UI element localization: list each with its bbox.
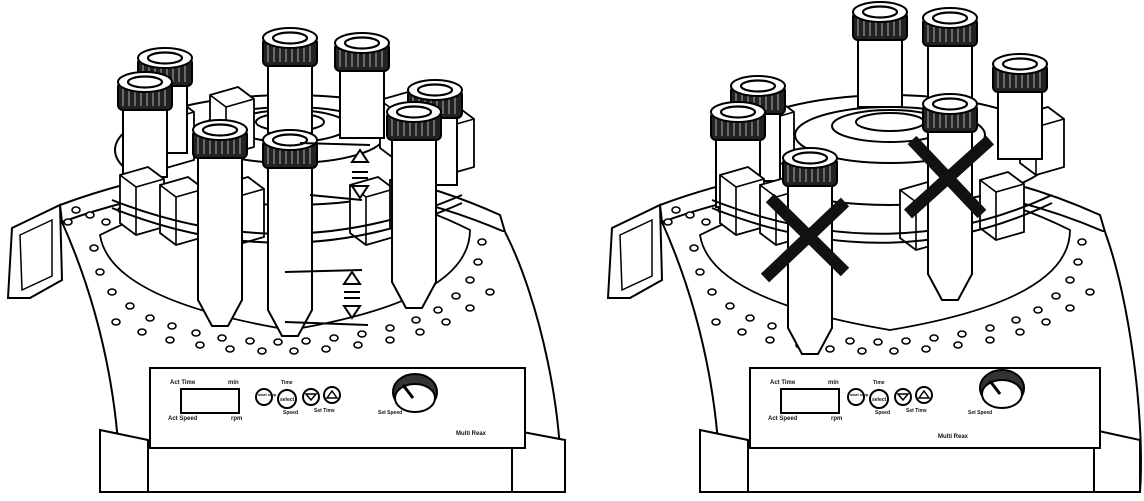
chevron-up-icon (325, 389, 339, 399)
act-speed-label: Act Speed (168, 416, 198, 422)
set-time-label: Set Time (906, 408, 927, 414)
cross-mark (903, 135, 995, 219)
cross-mark (760, 193, 850, 283)
set-speed-label: Set Speed (968, 410, 992, 416)
balance-marker-top (299, 142, 371, 201)
left-panel: Act Time min Act Speed rpm start stop se… (6, 28, 566, 493)
speed-knob[interactable] (979, 369, 1025, 409)
select-button[interactable] (869, 389, 889, 409)
set-time-label: Set Time (314, 408, 335, 414)
select-label: select (872, 397, 887, 403)
chevron-down-icon (896, 393, 910, 402)
right-panel: Act Time min Act Speed rpm start stop se… (606, 2, 1142, 493)
speed-option: Speed (283, 410, 298, 416)
display-screen (780, 388, 840, 414)
min-unit: min (228, 380, 239, 386)
start-stop-label: start stop (258, 392, 277, 397)
select-button[interactable] (277, 389, 297, 409)
select-label: select (280, 397, 295, 403)
act-time-label: Act Time (770, 380, 796, 386)
start-stop-button[interactable] (255, 388, 273, 406)
display-screen (180, 388, 240, 414)
start-stop-button[interactable] (847, 388, 865, 406)
start-stop-label: start stop (850, 392, 869, 397)
control-panel: Act Time min Act Speed rpm start stop se… (149, 367, 526, 449)
time-option: Time (281, 380, 293, 386)
time-option: Time (873, 380, 885, 386)
balance-marker-bottom (284, 269, 369, 326)
speed-option: Speed (875, 410, 890, 416)
rpm-unit: rpm (831, 416, 842, 422)
act-speed-label: Act Speed (768, 416, 798, 422)
act-time-label: Act Time (170, 380, 196, 386)
brand-label: Multi Reax (938, 434, 969, 440)
rpm-unit: rpm (231, 416, 242, 422)
chevron-up-icon (917, 389, 931, 399)
min-unit: min (828, 380, 839, 386)
set-speed-label: Set Speed (378, 410, 402, 416)
chevron-down-icon (304, 393, 318, 402)
speed-knob[interactable] (392, 373, 438, 413)
control-panel: Act Time min Act Speed rpm start stop se… (749, 367, 1101, 449)
brand-label: Multi Reax (456, 431, 487, 437)
